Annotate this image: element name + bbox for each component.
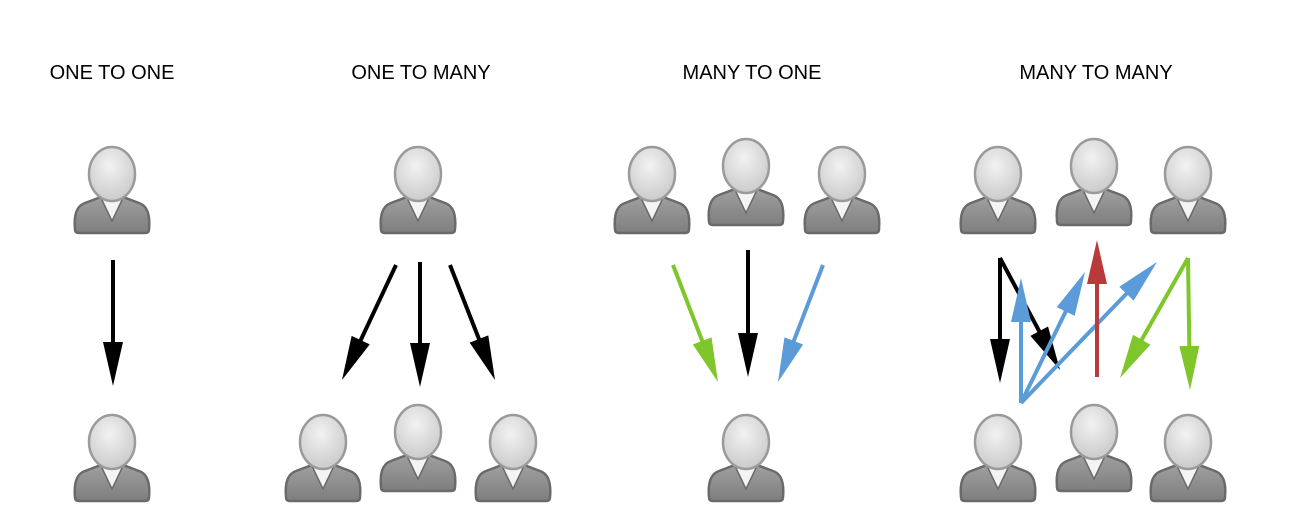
arrow-many-to-many-blue-right [1019,262,1157,405]
arrow-many-to-many-black-down [990,258,1010,383]
arrow-one-to-many-right [448,264,495,380]
user-icon [1149,145,1227,235]
title-one-to-one: ONE TO ONE [49,62,175,84]
arrow-one-to-many-center [410,262,430,387]
arrow-one-to-many-left [342,264,398,380]
user-icon [613,145,691,235]
arrow-many-to-one-green [671,264,718,382]
arrow-many-to-many-green-diagonal [1120,257,1190,378]
arrow-one-to-one [103,260,123,386]
user-icon [1055,403,1133,493]
user-icon [707,137,785,227]
user-icon [1149,413,1227,503]
user-icon [474,413,552,503]
title-many-to-one: MANY TO ONE [682,62,822,84]
user-icon [803,145,881,235]
user-icon [379,403,457,493]
arrow-many-to-many-red-up [1087,240,1107,377]
user-icon [707,413,785,503]
arrow-many-to-one-black [738,250,758,377]
user-icon [959,145,1037,235]
user-icon [73,413,151,503]
user-icon [73,145,151,235]
user-icon [284,413,362,503]
user-icon [379,145,457,235]
title-one-to-many: ONE TO MANY [351,62,491,84]
arrow-many-to-many-black-diagonal [998,257,1060,370]
title-many-to-many: MANY TO MANY [1019,62,1173,84]
arrow-many-to-many-blue-up [1011,278,1031,403]
user-icon [959,413,1037,503]
arrow-many-to-many-green-down [1179,257,1200,390]
arrow-many-to-many-blue-middle [1019,272,1085,404]
user-icon [1055,137,1133,227]
arrow-many-to-one-blue [778,264,825,382]
